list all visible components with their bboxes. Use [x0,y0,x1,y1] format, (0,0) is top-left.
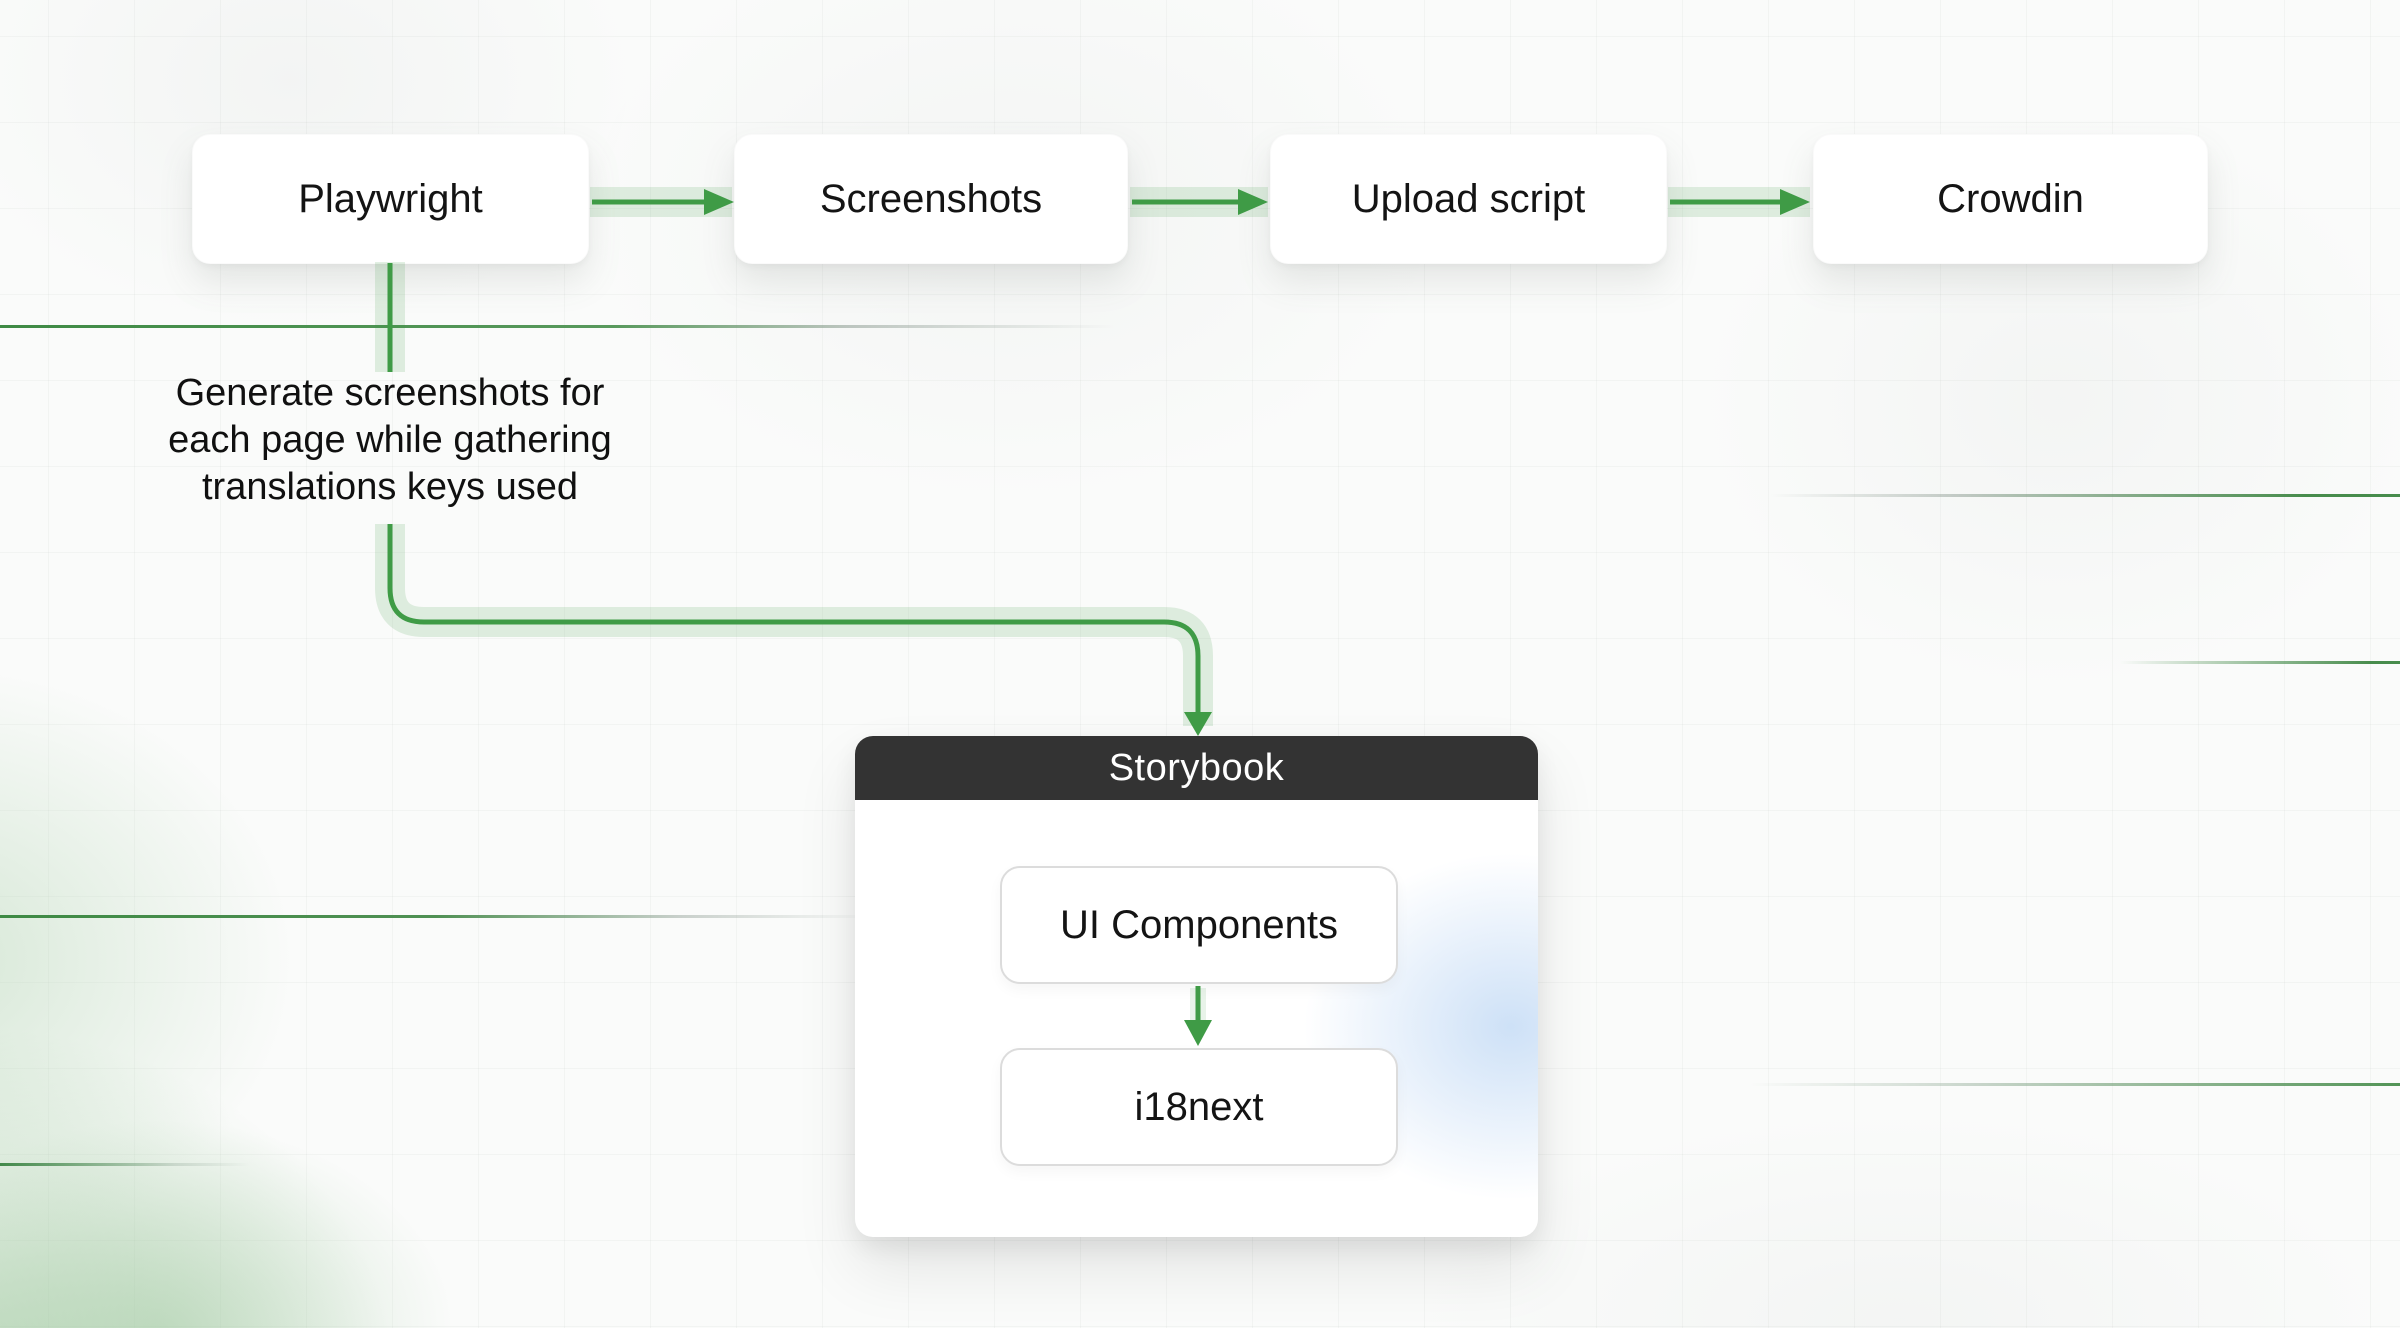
node-screenshots: Screenshots [734,134,1128,264]
node-label: UI Components [1060,902,1338,947]
node-label: Screenshots [819,176,1043,221]
node-label: Upload script [1351,176,1586,221]
storybook-group-header: Storybook [855,736,1538,800]
annotation-line: translations keys used [202,466,578,508]
node-label: i18next [1134,1084,1264,1129]
node-label: Playwright [298,176,483,221]
accent-line [0,325,1115,328]
accent-line [1770,494,2400,497]
connector-annotation: Generate screenshots for each page while… [150,370,630,511]
node-crowdin: Crowdin [1813,134,2208,264]
accent-line [0,915,870,918]
node-label: Crowdin [1937,176,2084,221]
accent-line [2120,661,2400,664]
accent-line [1750,1083,2400,1086]
node-playwright: Playwright [192,134,589,264]
annotation-line: each page while gathering [168,419,612,461]
storybook-title: Storybook [1108,746,1285,789]
node-ui-components: UI Components [1000,866,1398,984]
storybook-group: Storybook UI Components i18next [855,736,1538,1237]
node-i18next: i18next [1000,1048,1398,1166]
annotation-line: Generate screenshots for [175,372,605,414]
node-upload-script: Upload script [1270,134,1667,264]
accent-line [0,1163,250,1166]
